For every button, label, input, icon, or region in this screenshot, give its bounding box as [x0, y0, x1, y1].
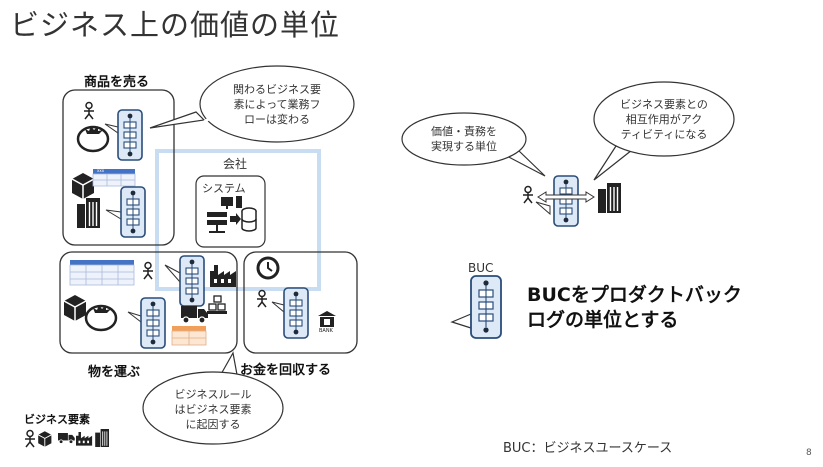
- tomato-icon: [76, 124, 110, 153]
- flow-icon: [117, 109, 143, 161]
- tomato-icon: [84, 303, 118, 332]
- person-icon: [522, 185, 534, 204]
- buc-definition: BUC：ビジネスユースケース: [503, 441, 673, 456]
- section-collect-label: お金を回収する: [240, 363, 332, 378]
- arrow-icon: [230, 213, 241, 225]
- company-outline: [155, 149, 321, 291]
- bubble-elements-tail: [149, 111, 206, 129]
- building-icon: [597, 182, 622, 214]
- bubble-value-text: 価値・責務を 実現する単位: [431, 125, 497, 153]
- flow-icon: [553, 175, 579, 227]
- flow-icon: [179, 255, 205, 307]
- table-header-bar: [93, 169, 135, 174]
- box-icon: [37, 430, 52, 448]
- boxes-icon: [213, 295, 222, 303]
- box-icon: [63, 294, 87, 322]
- bubble-rules-text: ビジネスルール はビジネス要素 に起因する: [174, 388, 252, 431]
- truck-icon: [57, 432, 76, 444]
- flow-icon: [140, 297, 166, 349]
- system-label: システム: [202, 182, 246, 195]
- section-transport-label: 物を運ぶ: [88, 365, 141, 380]
- table-header-bar: [70, 260, 134, 265]
- bank-label: BANK: [319, 328, 333, 334]
- company-label: 会社: [223, 157, 248, 171]
- person-icon: [24, 429, 36, 448]
- buc-statement: BUCをプロダクトバック ログの単位とする: [527, 284, 742, 331]
- bubble-value: [401, 112, 527, 166]
- section-sell-label: 商品を売る: [84, 75, 150, 90]
- slide-title: ビジネス上の価値の単位: [10, 8, 341, 42]
- server-icon: [236, 196, 242, 208]
- factory-icon: [76, 432, 93, 446]
- interaction-arrow: [537, 191, 595, 203]
- factory-icon: [210, 265, 236, 287]
- table-header-bar-orange: [172, 326, 206, 331]
- bank-icon: [318, 311, 336, 316]
- buc-label: BUC: [468, 261, 494, 275]
- person-icon: [83, 101, 95, 120]
- bubble-rules: [142, 371, 284, 445]
- network-icon: [207, 212, 227, 217]
- person-icon: [256, 289, 268, 308]
- flow-icon: [120, 186, 146, 238]
- table-header-text: xxx: [97, 168, 105, 173]
- legend-title: ビジネス要素: [24, 413, 90, 426]
- bubble-interaction: [593, 81, 735, 157]
- bubble-interaction-text: ビジネス要素との 相互作用がアク ティビティになる: [620, 98, 708, 141]
- page-number: 8: [806, 448, 812, 458]
- person-icon: [142, 261, 154, 280]
- building-icon: [76, 197, 101, 229]
- section-transport-box: [59, 251, 238, 354]
- bubble-elements: [199, 65, 355, 143]
- section-collect-box: [243, 251, 358, 354]
- building-icon: [94, 428, 110, 448]
- section-sell-box: [62, 89, 175, 246]
- bubble-elements-text: 関わるビジネス要 素によって業務フ ローは変わる: [233, 83, 321, 126]
- flow-icon: [283, 287, 309, 339]
- box-icon: [71, 172, 95, 200]
- bubble-interaction-tail: [593, 145, 634, 181]
- monitor-icon: [221, 197, 233, 206]
- truck-icon: [180, 305, 209, 324]
